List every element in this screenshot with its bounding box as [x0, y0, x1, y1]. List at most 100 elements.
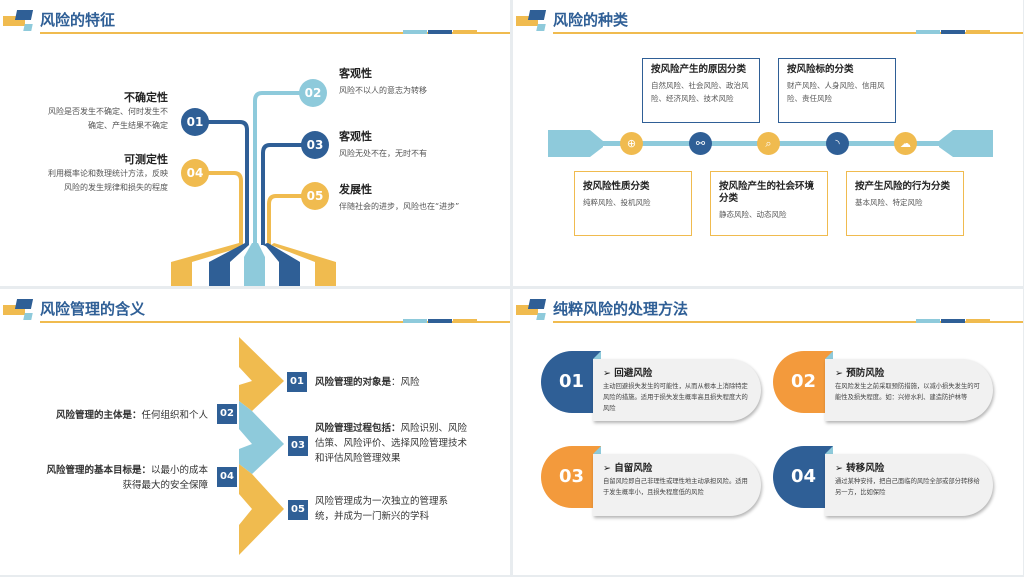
slide-risk-management-meaning: 风险管理的含义 01 02 03 04 05 风险管理的对象是：风险 风险管理的… [0, 289, 510, 575]
category-desc: 纯粹风险、投机风险 [583, 198, 651, 207]
item-01: 不确定性 风险是否发生不确定、何时发生不 确定、产生结果不确定 [48, 89, 168, 133]
number-badge-05: 05 [288, 500, 308, 520]
category-title: 按风险产生的原因分类 [651, 64, 747, 75]
item-desc: 利用概率论和数理统计方法，反映 [48, 169, 168, 178]
slide-title: 风险的种类 [553, 11, 629, 29]
header-bar [916, 319, 940, 323]
bullet-arrow-icon: ➢ [603, 463, 611, 474]
category-title: 按产生风险的行为分类 [855, 181, 951, 192]
category-box: 按风险标的分类 财产风险、人身风险、信用风险、责任风险 [778, 58, 896, 123]
card-title: 回避风险 [614, 368, 653, 379]
header-bar [428, 319, 452, 323]
search-icon: ⌕ [757, 132, 780, 155]
header-divider [553, 321, 1023, 323]
category-desc: 自然风险、社会风险、政治风险、经济风险、技术风险 [651, 81, 749, 103]
item-01: 风险管理的对象是：风险 [315, 374, 420, 388]
rss-icon: ◝ [826, 132, 849, 155]
item-desc: 风险不以人的意志为转移 [339, 86, 427, 95]
header-bar [916, 30, 940, 34]
item-text: ：风险 [391, 377, 420, 388]
header-bar [941, 30, 965, 34]
item-label: 风险管理的对象是 [315, 377, 392, 388]
item-02: 客观性 风险不以人的意志为转移 [339, 65, 427, 98]
slide-title: 风险管理的含义 [40, 300, 146, 318]
bullet-arrow-icon: ➢ [835, 463, 843, 474]
item-desc: 风险的发生规律和损失的程度 [64, 183, 168, 192]
cloud-icon: ☁ [894, 132, 917, 155]
header-bar [966, 30, 990, 34]
item-label: 风险管理的基本目标是： [46, 465, 151, 476]
slide-risk-characteristics: 风险的特征 01 02 03 04 05 不确定性 风险是否发生不确定、何时发生… [0, 0, 510, 286]
category-box: 按风险产生的原因分类 自然风险、社会风险、政治风险、经济风险、技术风险 [642, 58, 760, 123]
header-bar [453, 319, 477, 323]
category-desc: 财产风险、人身风险、信用风险、责任风险 [787, 81, 885, 103]
header-bar [453, 30, 477, 34]
link-icon: ⚯ [689, 132, 712, 155]
item-title: 客观性 [339, 130, 372, 143]
header-bar [428, 30, 452, 34]
category-box: 按产生风险的行为分类 基本风险、特定风险 [846, 171, 964, 236]
number-badge-05: 05 [301, 182, 329, 210]
category-title: 按风险标的分类 [787, 64, 854, 75]
slide-risk-types: 风险的种类 ⊕ ⚯ ⌕ ◝ ☁ 按风险产生的原因分类 自然风险、社会风险、政治风… [513, 0, 1023, 286]
card-title: 预防风险 [846, 368, 885, 379]
item-title: 客观性 [339, 67, 372, 80]
card-desc: 在风险发生之前采取预防措施，以减小损失发生的可能性及损失程度。如：兴修水利、建造… [835, 383, 980, 401]
item-title: 可测定性 [124, 153, 168, 166]
header-divider [40, 321, 510, 323]
header-divider [553, 32, 1023, 34]
number-badge: 03 [541, 446, 601, 508]
bullet-arrow-icon: ➢ [835, 368, 843, 379]
target-icon: ⊕ [620, 132, 643, 155]
header-divider [40, 32, 510, 34]
item-text: 风险识别、风险估策、风险评价、选择风险管理技术和评估风险管理效果 [315, 423, 468, 464]
tree-diagram [171, 91, 336, 286]
item-desc: 伴随社会的进步，风险也在“进步” [339, 202, 460, 211]
item-text: 任何组织和个人 [141, 410, 208, 421]
header-bar [941, 319, 965, 323]
card-desc: 通过某种安排，把自己面临的风险全部或部分转移给另一方，比如保险 [835, 478, 980, 496]
category-title: 按风险产生的社会环境分类 [719, 181, 815, 204]
header-bar [966, 319, 990, 323]
item-desc: 风险是否发生不确定、何时发生不 [48, 107, 168, 116]
item-05: 发展性 伴随社会的进步，风险也在“进步” [339, 181, 459, 214]
item-text: 以最小的成本获得最大的安全保障 [122, 465, 208, 491]
card-title: 转移风险 [846, 463, 885, 474]
item-title: 不确定性 [124, 91, 168, 104]
item-04: 风险管理的基本目标是：以最小的成本获得最大的安全保障 [40, 463, 208, 493]
category-desc: 基本风险、特定风险 [855, 198, 923, 207]
header-bar [403, 30, 427, 34]
category-box: 按风险性质分类 纯粹风险、投机风险 [574, 171, 692, 236]
number-badge-04: 04 [181, 159, 209, 187]
number-badge-02: 02 [217, 404, 237, 424]
card-title: 自留风险 [614, 463, 653, 474]
item-03: 客观性 风险无处不在，无时不有 [339, 128, 427, 161]
item-text: 风险管理成为一次独立的管理系统，并成为一门新兴的学科 [315, 496, 449, 522]
number-badge: 01 [541, 351, 601, 413]
item-03: 风险管理过程包括：风险识别、风险估策、风险评价、选择风险管理技术和评估风险管理效… [315, 421, 475, 466]
item-label: 风险管理过程包括： [315, 423, 401, 434]
number-badge-01: 01 [181, 108, 209, 136]
item-desc: 确定、产生结果不确定 [88, 121, 168, 130]
bullet-arrow-icon: ➢ [603, 368, 611, 379]
number-badge-01: 01 [287, 372, 307, 392]
number-badge: 04 [773, 446, 833, 508]
card-desc: 自留风险即自己非理性或理性地主动承担风险。适用于发生概率小，且损失程度低的风险 [603, 478, 748, 496]
item-04: 可测定性 利用概率论和数理统计方法，反映 风险的发生规律和损失的程度 [48, 151, 168, 195]
header-bar [403, 319, 427, 323]
slide-title: 纯粹风险的处理方法 [553, 300, 689, 318]
category-desc: 静态风险、动态风险 [719, 210, 787, 219]
slide-pure-risk-methods: 纯粹风险的处理方法 01 ➢ 回避风险主动回避损失发生的可能性，从而从根本上消除… [513, 289, 1023, 575]
slide-title: 风险的特征 [40, 11, 116, 29]
item-02: 风险管理的主体是：任何组织和个人 [40, 407, 208, 421]
category-title: 按风险性质分类 [583, 181, 650, 192]
item-title: 发展性 [339, 183, 372, 196]
number-badge-03: 03 [288, 436, 308, 456]
item-label: 风险管理的主体是： [55, 410, 142, 421]
number-badge-04: 04 [217, 467, 237, 487]
item-desc: 风险无处不在，无时不有 [339, 149, 427, 158]
number-badge-03: 03 [301, 131, 329, 159]
item-05: 风险管理成为一次独立的管理系统，并成为一门新兴的学科 [315, 494, 465, 524]
number-badge-02: 02 [299, 79, 327, 107]
category-box: 按风险产生的社会环境分类 静态风险、动态风险 [710, 171, 828, 236]
